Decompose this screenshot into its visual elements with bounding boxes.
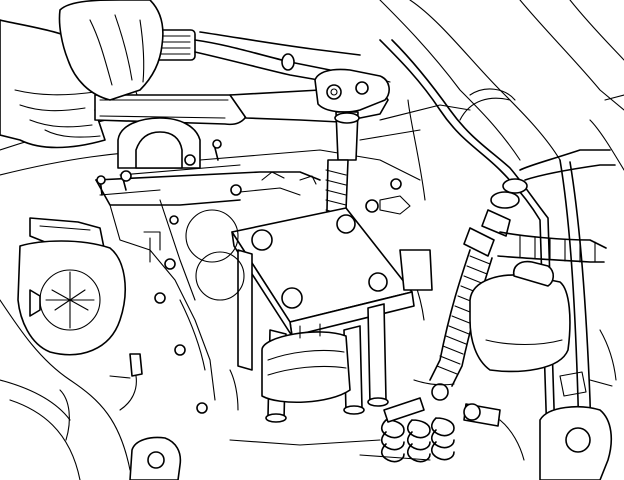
corrugated-hose-icon — [429, 231, 607, 387]
right-mount-icon — [539, 329, 617, 480]
left-components-icon — [17, 217, 176, 441]
cylinder-head-icon — [95, 117, 321, 414]
hand-right-icon — [58, 0, 164, 101]
engine-mount-icon — [129, 436, 182, 480]
coil-spring-icon — [380, 379, 525, 463]
reservoir-icon — [399, 249, 571, 373]
wiring-harness-icon — [365, 39, 616, 480]
piston-pin-tool-icon — [231, 207, 415, 423]
